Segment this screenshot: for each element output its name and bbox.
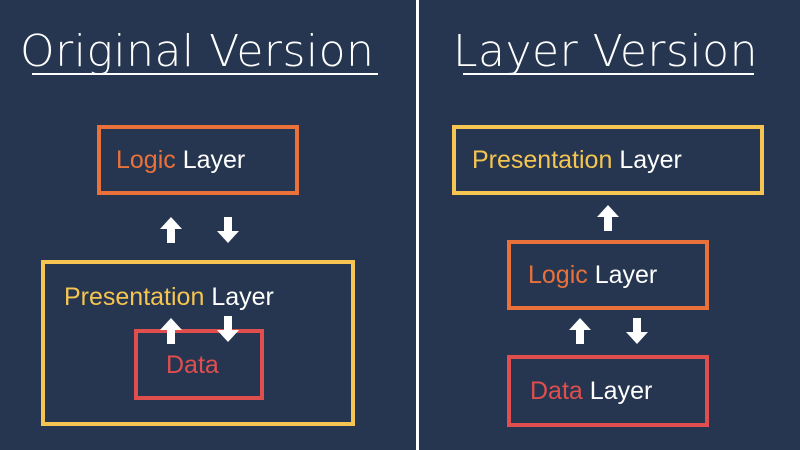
presentation-word: Presentation xyxy=(472,146,613,174)
down-arrow-icon xyxy=(626,318,648,344)
layer-word: Layer xyxy=(594,261,658,289)
right-title-underline xyxy=(463,73,754,75)
data-layer-label: Data Layer xyxy=(530,376,652,406)
presentation-layer-box xyxy=(452,125,764,195)
down-arrow-icon xyxy=(217,217,239,243)
data-layer-box xyxy=(507,355,709,427)
up-arrow-icon xyxy=(597,205,619,231)
logic-layer-label: Logic Layer xyxy=(116,145,245,175)
logic-word: Logic xyxy=(528,261,588,289)
up-arrow-icon xyxy=(569,318,591,344)
presentation-layer-label: Presentation Layer xyxy=(472,145,682,175)
data-label: Data xyxy=(166,351,219,379)
down-arrow-icon xyxy=(217,316,239,342)
logic-layer-box xyxy=(507,240,709,310)
logic-word: Logic xyxy=(116,146,176,174)
layer-word: Layer xyxy=(589,377,653,405)
presentation-layer-box xyxy=(41,260,355,426)
layer-word: Layer xyxy=(619,146,682,174)
presentation-layer-label: Presentation Layer xyxy=(64,282,274,312)
logic-layer-box xyxy=(97,125,299,195)
presentation-word: Presentation xyxy=(64,283,205,311)
up-arrow-icon xyxy=(160,217,182,243)
left-title-underline xyxy=(32,73,378,75)
layer-word: Layer xyxy=(211,283,274,311)
layer-word: Layer xyxy=(182,146,246,174)
data-box xyxy=(134,329,264,400)
left-panel-title: Original Version xyxy=(20,26,375,77)
data-word: Data xyxy=(530,377,583,405)
right-panel-title: Layer Version xyxy=(453,26,758,77)
logic-layer-label: Logic Layer xyxy=(528,260,657,290)
up-arrow-icon xyxy=(160,318,182,344)
panel-divider xyxy=(416,0,419,450)
